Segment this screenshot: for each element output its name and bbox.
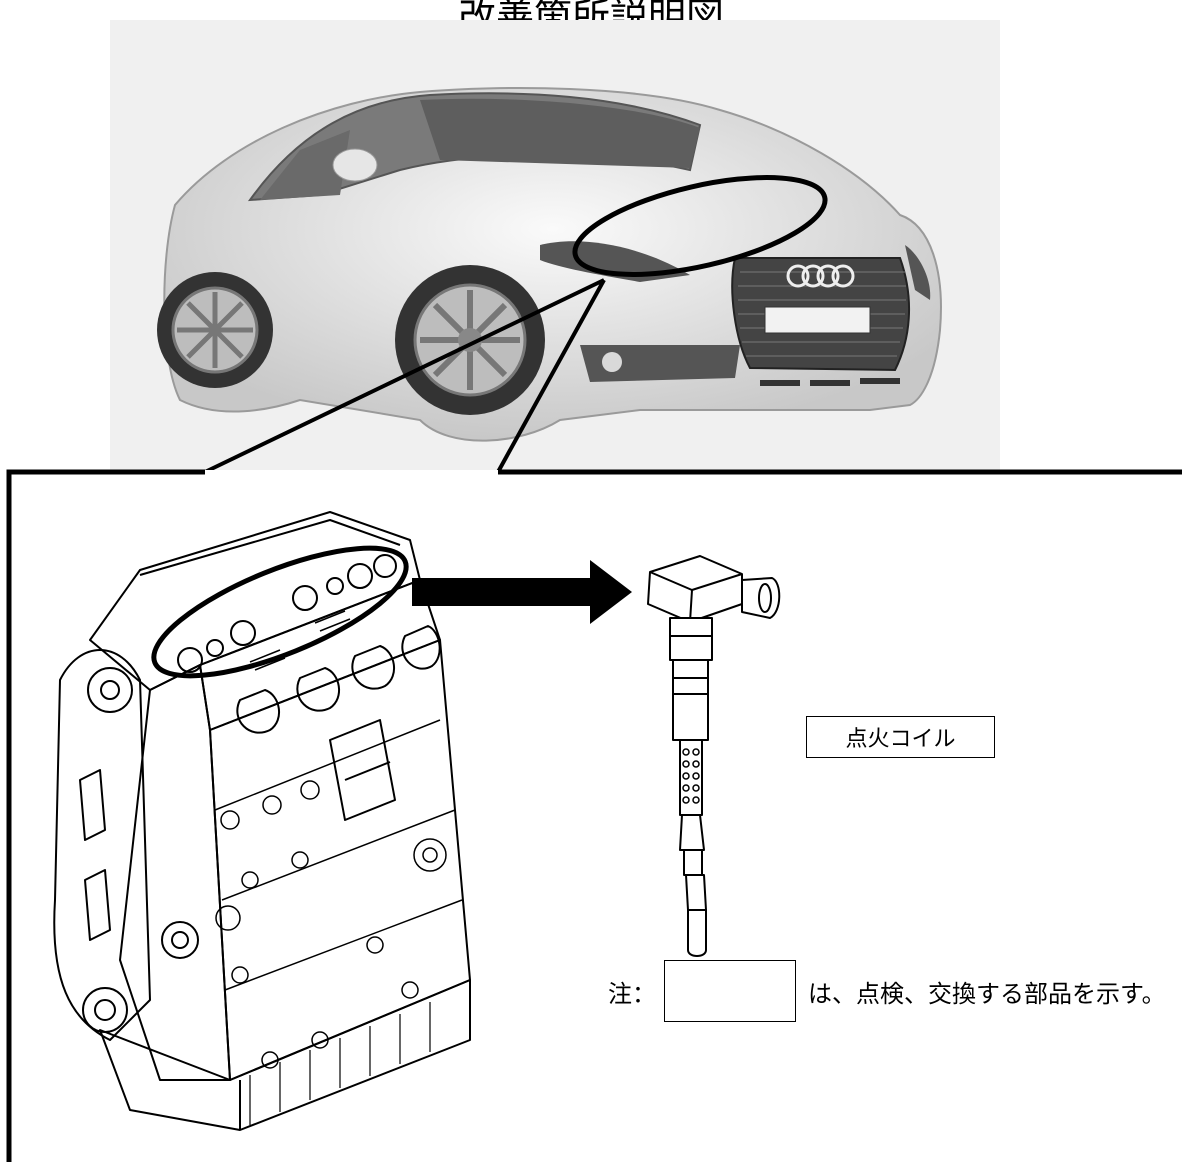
engine-highlight-ellipse — [151, 545, 409, 679]
detail-panel-border-left — [6, 469, 205, 1162]
legend-note: 注： は、点検、交換する部品を示す。 — [608, 960, 1166, 1022]
legend-note-prefix: 注： — [608, 979, 656, 1008]
right-arrow-icon — [412, 560, 632, 624]
engine-illustration — [53, 511, 471, 1131]
ignition-coil-label: 点火コイル — [806, 716, 995, 758]
leader-line-left — [204, 278, 605, 474]
ignition-coil-illustration — [647, 555, 781, 957]
leader-line-right — [496, 279, 606, 473]
legend-swatch-box — [664, 960, 796, 1022]
legend-note-text: は、点検、交換する部品を示す。 — [808, 979, 1166, 1008]
car-highlight-ellipse — [572, 175, 828, 277]
car-illustration — [157, 87, 942, 442]
